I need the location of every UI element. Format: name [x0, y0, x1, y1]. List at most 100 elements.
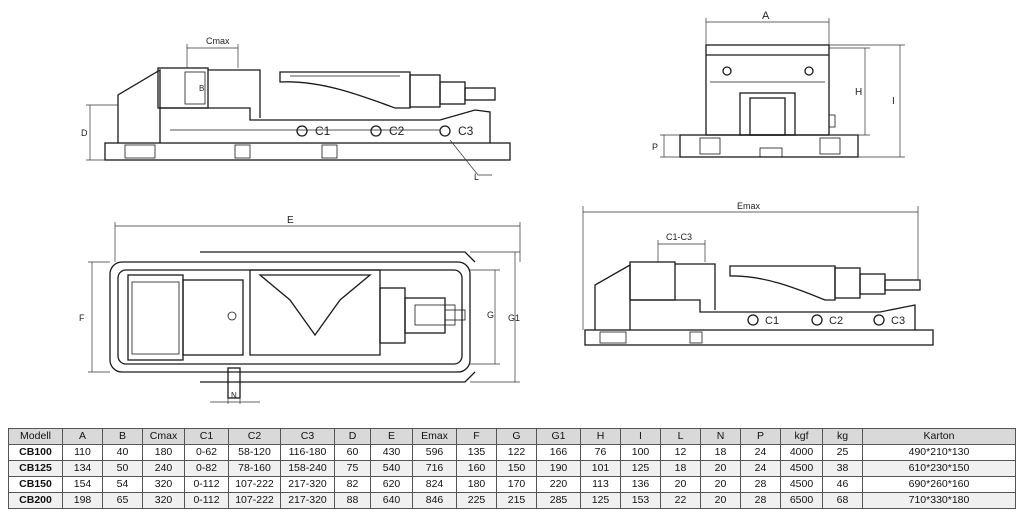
table-cell: 78-160	[228, 460, 281, 477]
table-cell: 640	[370, 492, 413, 509]
table-cell: 68	[822, 492, 863, 509]
table-cell: 0-112	[184, 492, 229, 509]
table-cell: 150	[496, 460, 537, 477]
table-cell: 75	[334, 460, 371, 477]
table-cell: 136	[620, 476, 661, 493]
table-cell: 58-120	[228, 444, 281, 461]
table-cell: 4500	[780, 460, 823, 477]
c3-label-2: C3	[891, 315, 905, 327]
header-karton: Karton	[862, 428, 1016, 445]
table-cell: 846	[412, 492, 457, 509]
c1-c3-label: C1-C3	[666, 232, 692, 242]
table-cell: 38	[822, 460, 863, 477]
model-cell: CB100	[8, 444, 63, 461]
table-cell: 110	[62, 444, 103, 461]
g1-label: G1	[508, 313, 520, 323]
front-view: A H I P	[652, 10, 905, 158]
table-cell: 320	[142, 476, 185, 493]
table-cell: 198	[62, 492, 103, 509]
header-kgf: kgf	[780, 428, 823, 445]
table-cell: 122	[496, 444, 537, 461]
table-cell: 285	[536, 492, 581, 509]
header-p: P	[740, 428, 781, 445]
header-a: A	[62, 428, 103, 445]
table-cell: 20	[700, 492, 741, 509]
header-l: L	[660, 428, 701, 445]
table-cell: 215	[496, 492, 537, 509]
table-cell: 20	[660, 476, 701, 493]
table-cell: 430	[370, 444, 413, 461]
table-cell: 107-222	[228, 492, 281, 509]
table-cell: 217-320	[280, 476, 335, 493]
table-cell: 710*330*180	[862, 492, 1016, 509]
table-cell: 225	[456, 492, 497, 509]
table-cell: 125	[620, 460, 661, 477]
table-cell: 100	[620, 444, 661, 461]
p-label: P	[652, 142, 658, 152]
header-modell: Modell	[8, 428, 63, 445]
header-b: B	[102, 428, 143, 445]
table-cell: 12	[660, 444, 701, 461]
table-cell: 22	[660, 492, 701, 509]
table-cell: 54	[102, 476, 143, 493]
table-cell: 490*210*130	[862, 444, 1016, 461]
header-e: E	[370, 428, 413, 445]
table-cell: 88	[334, 492, 371, 509]
technical-drawings: C1 C2 C3 Cmax B D L A H I P	[79, 10, 934, 404]
table-cell: 116-180	[280, 444, 335, 461]
header-cmax: Cmax	[142, 428, 185, 445]
header-n: N	[700, 428, 741, 445]
table-cell: 20	[700, 476, 741, 493]
top-view: E F G G1 N	[79, 215, 521, 404]
table-cell: 20	[700, 460, 741, 477]
header-i: I	[620, 428, 661, 445]
table-cell: 4000	[780, 444, 823, 461]
table-cell: 217-320	[280, 492, 335, 509]
table-cell: 240	[142, 460, 185, 477]
table-cell: 0-82	[184, 460, 229, 477]
table-cell: 107-222	[228, 476, 281, 493]
table-cell: 180	[456, 476, 497, 493]
table-cell: 101	[580, 460, 621, 477]
b-label: B	[199, 84, 204, 93]
c3-label: C3	[458, 124, 474, 138]
table-cell: 160	[456, 460, 497, 477]
table-cell: 690*260*160	[862, 476, 1016, 493]
table-cell: 65	[102, 492, 143, 509]
extended-side-view: C1 C2 C3 Emax C1-C3	[582, 201, 934, 346]
table-cell: 153	[620, 492, 661, 509]
c2-label: C2	[389, 124, 405, 138]
table-cell: 60	[334, 444, 371, 461]
table-cell: 18	[660, 460, 701, 477]
table-cell: 320	[142, 492, 185, 509]
model-cell: CB150	[8, 476, 63, 493]
table-cell: 610*230*150	[862, 460, 1016, 477]
table-cell: 154	[62, 476, 103, 493]
table-cell: 82	[334, 476, 371, 493]
model-cell: CB125	[8, 460, 63, 477]
table-cell: 18	[700, 444, 741, 461]
table-cell: 716	[412, 460, 457, 477]
model-cell: CB200	[8, 492, 63, 509]
h-label: H	[855, 87, 862, 98]
table-cell: 0-62	[184, 444, 229, 461]
table-cell: 4500	[780, 476, 823, 493]
d-label: D	[81, 128, 88, 138]
table-cell: 596	[412, 444, 457, 461]
table-cell: 125	[580, 492, 621, 509]
f-label: F	[79, 313, 85, 323]
n-label: N	[231, 391, 237, 400]
l-label: L	[474, 172, 479, 182]
header-h: H	[580, 428, 621, 445]
emax-label: Emax	[737, 201, 761, 211]
table-cell: 824	[412, 476, 457, 493]
table-cell: 28	[740, 492, 781, 509]
side-view: C1 C2 C3 Cmax B D L	[81, 36, 511, 182]
table-cell: 220	[536, 476, 581, 493]
header-d: D	[334, 428, 371, 445]
table-cell: 24	[740, 460, 781, 477]
header-f: F	[456, 428, 497, 445]
g-label: G	[487, 310, 494, 320]
